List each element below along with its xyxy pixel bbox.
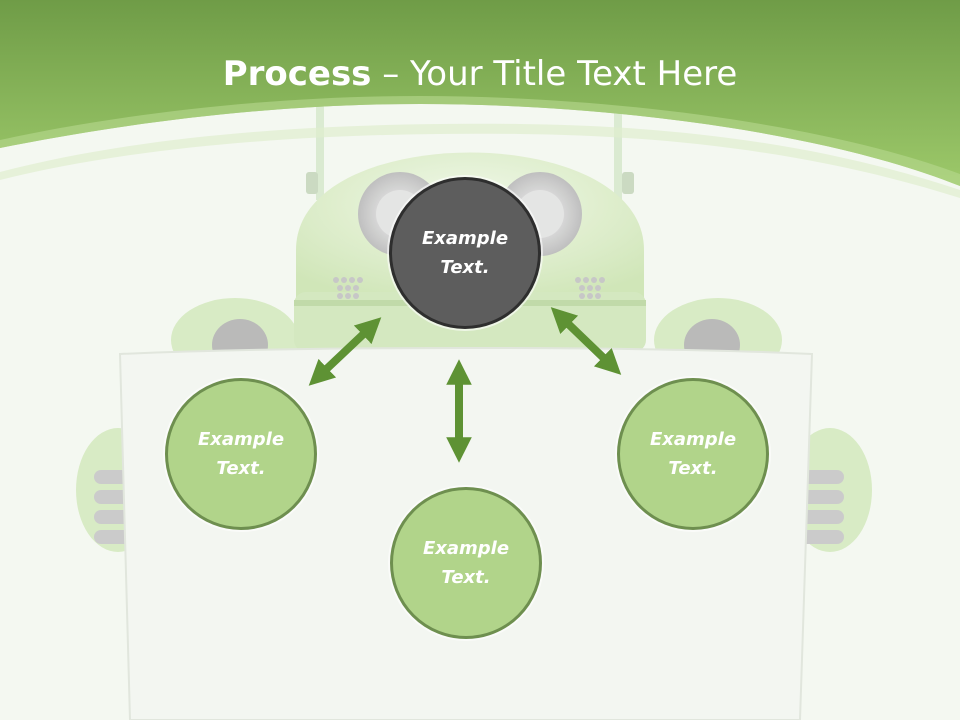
node-center-line2: Text. — [440, 257, 490, 278]
title-bold: Process — [222, 54, 372, 94]
node-left: Example Text. — [165, 378, 317, 530]
slide-title: Process – Your Title Text Here — [0, 52, 960, 96]
node-left-line2: Text. — [216, 458, 266, 479]
node-right-line1: Example — [649, 429, 737, 450]
node-right: Example Text. — [617, 378, 769, 530]
node-bottom: Example Text. — [390, 487, 542, 639]
header-band — [0, 0, 960, 186]
title-rest: – Your Title Text Here — [371, 54, 738, 94]
node-center-line1: Example — [421, 228, 509, 249]
node-bottom-line2: Text. — [441, 567, 491, 588]
node-left-line1: Example — [197, 429, 285, 450]
node-center: Example Text. — [389, 177, 541, 329]
node-right-line2: Text. — [668, 458, 718, 479]
node-bottom-line1: Example — [422, 538, 510, 559]
